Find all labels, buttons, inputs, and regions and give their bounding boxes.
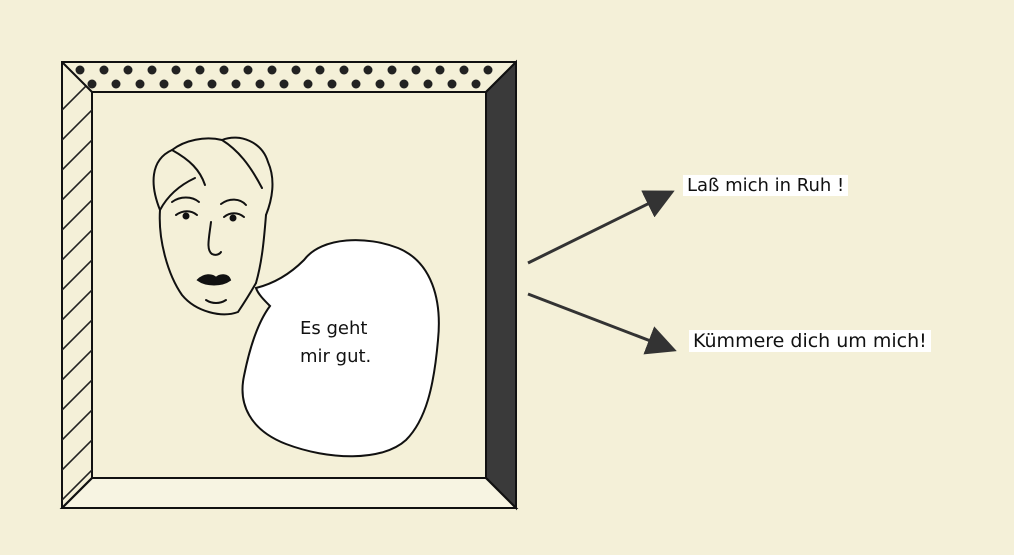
face-drawing (154, 138, 273, 315)
arrow-up-right (528, 192, 672, 263)
frame-left-hatching (62, 72, 100, 530)
label-take-care-of-me: Kümmere dich um mich! (689, 330, 931, 352)
frame-right-side (486, 62, 516, 508)
speech-bubble-text: Es geht mir gut. (300, 315, 371, 371)
speech-line-1: Es geht (300, 315, 371, 343)
speech-line-2: mir gut. (300, 343, 371, 371)
label-leave-me-alone: Laß mich in Ruh ! (683, 175, 848, 196)
frame-bottom-side (62, 478, 516, 508)
frame-top-dots (76, 66, 505, 89)
arrow-down-right (528, 294, 674, 350)
